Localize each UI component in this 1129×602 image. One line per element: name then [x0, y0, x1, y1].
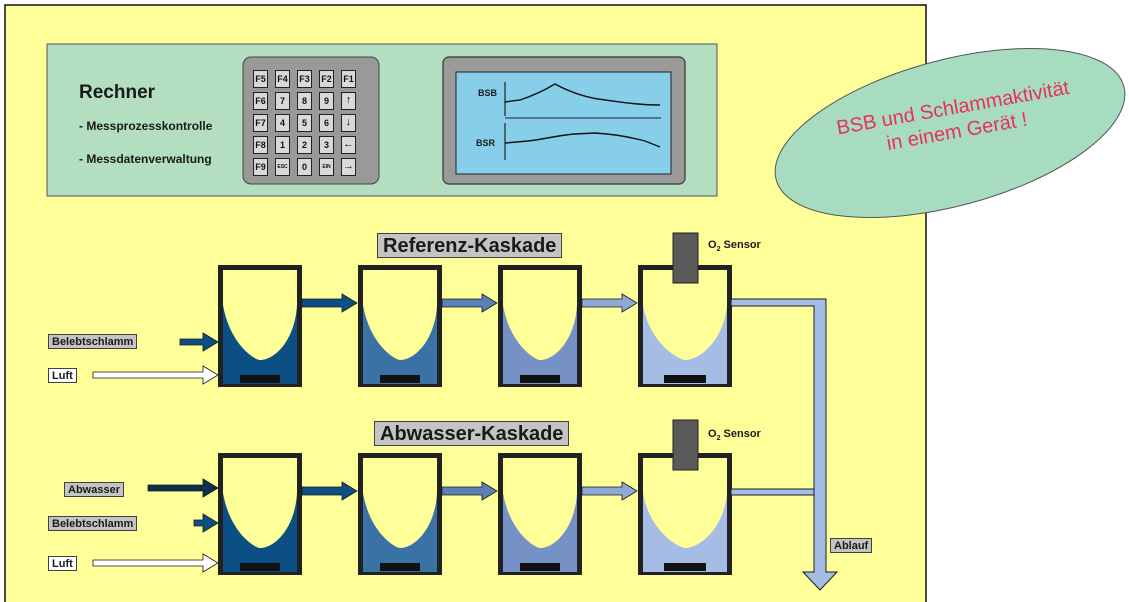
tank-8-aerator [664, 563, 706, 571]
input-arrow-air-top [92, 365, 219, 385]
keypad-key[interactable]: ↓ [341, 114, 356, 132]
keypad-key[interactable]: F5 [253, 70, 268, 88]
flow-arrow-5-6 [301, 481, 358, 501]
tank-5-aerator [240, 563, 280, 571]
keypad-key[interactable]: 2 [297, 136, 312, 154]
flow-arrow-7-8 [581, 481, 638, 501]
keypad-key[interactable]: F3 [297, 70, 312, 88]
keypad-key[interactable]: 6 [319, 114, 334, 132]
input-arrow-sludge-top [179, 332, 219, 352]
keypad-key[interactable]: F2 [319, 70, 334, 88]
o2-sensor-bottom [672, 419, 699, 471]
keypad-key[interactable]: EIN [319, 158, 334, 176]
tank-4-surface [643, 270, 727, 360]
o2-sensor-top [672, 232, 699, 284]
keypad-key[interactable]: ↑ [341, 92, 356, 110]
keypad-key[interactable]: ESC [275, 158, 290, 176]
keypad-key[interactable]: 1 [275, 136, 290, 154]
monitor-screen [455, 71, 672, 175]
flow-arrow-1-2 [301, 293, 358, 313]
tank-5-surface [223, 458, 297, 548]
keypad-key[interactable]: 3 [319, 136, 334, 154]
tank-3-surface [503, 270, 577, 360]
input-arrow-air-bottom [92, 553, 219, 573]
tank-8-surface [643, 458, 727, 548]
keypad-key[interactable]: F8 [253, 136, 268, 154]
keypad-key[interactable]: ← [341, 136, 356, 154]
flow-arrow-3-4 [581, 293, 638, 313]
keypad-key[interactable]: 0 [297, 158, 312, 176]
tank-4-aerator [664, 375, 706, 383]
keypad-key[interactable]: F6 [253, 92, 268, 110]
tank-7-surface [503, 458, 577, 548]
keypad-key[interactable]: F4 [275, 70, 290, 88]
keypad-key[interactable]: 7 [275, 92, 290, 110]
outlet-pipe-bottom [730, 488, 815, 496]
input-arrow-wastewater [147, 478, 219, 498]
keypad-key[interactable]: F1 [341, 70, 356, 88]
tank-6-surface [363, 458, 437, 548]
keypad-key[interactable]: 5 [297, 114, 312, 132]
tank-2-surface [363, 270, 437, 360]
outlet-pipe [730, 298, 839, 591]
tank-3-aerator [520, 375, 560, 383]
keypad-key[interactable]: F9 [253, 158, 268, 176]
bsb-trace [504, 83, 661, 106]
keypad-key[interactable]: → [341, 158, 356, 176]
tank-1-surface [223, 270, 297, 360]
callout-ellipse [774, 47, 1126, 219]
flow-arrow-2-3 [441, 293, 498, 313]
keypad-key[interactable]: F7 [253, 114, 268, 132]
tank-2-aerator [380, 375, 420, 383]
tank-6-aerator [380, 563, 420, 571]
tank-1-aerator [240, 375, 280, 383]
bsr-trace [504, 132, 661, 148]
keypad-key[interactable]: 9 [319, 92, 334, 110]
flow-arrow-6-7 [441, 481, 498, 501]
keypad-key[interactable]: 4 [275, 114, 290, 132]
input-arrow-sludge-bottom [193, 513, 219, 533]
keypad-key[interactable]: 8 [297, 92, 312, 110]
tank-7-aerator [520, 563, 560, 571]
